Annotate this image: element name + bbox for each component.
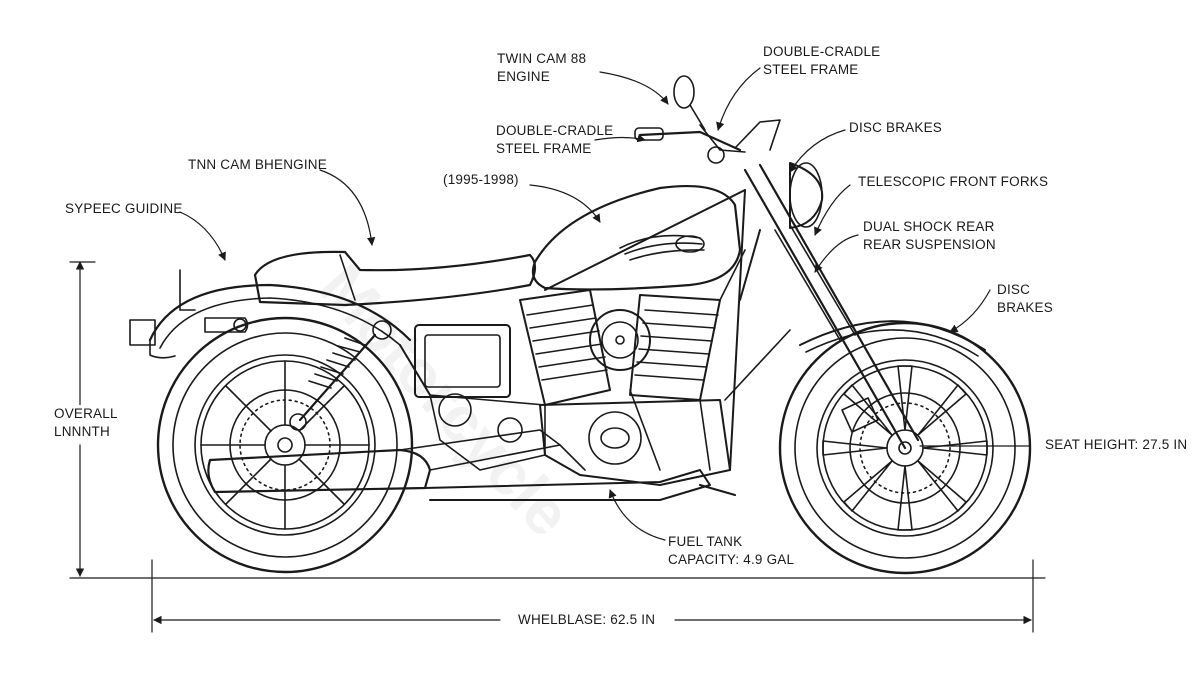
label-engine-left: TNN CAM BHENGINE	[188, 157, 327, 172]
seat	[253, 250, 537, 307]
shifter	[559, 444, 586, 471]
front-fender-inner	[805, 329, 979, 357]
leader-rear-suspension	[814, 234, 859, 273]
front-tire-outer	[778, 321, 1032, 575]
tail-light	[204, 317, 249, 333]
label-fuel-tank: FUEL TANK CAPACITY: 4.9 GAL	[668, 534, 795, 567]
front-disc-holes	[859, 402, 951, 494]
label-engine-top: TWIN CAM 88 ENGINE	[497, 51, 587, 84]
front-forks	[743, 163, 920, 450]
leader-disc-top	[789, 129, 846, 173]
side-cover	[414, 324, 511, 398]
fuel-tank	[531, 185, 742, 291]
wheelbase-dimension	[151, 559, 1034, 633]
rear-shock	[289, 320, 392, 431]
rear-wheel-group	[156, 316, 414, 574]
frame	[399, 189, 761, 471]
exhaust	[207, 389, 711, 501]
foot-peg	[698, 483, 737, 497]
leader-lines	[179, 67, 991, 541]
leader-engine-top	[599, 71, 669, 105]
leader-disc-right	[949, 289, 991, 333]
front-spokes	[822, 365, 988, 531]
front-rim	[816, 359, 994, 537]
headlight	[789, 162, 824, 229]
rear-rim	[194, 354, 376, 536]
leader-frame-mid	[594, 134, 646, 143]
leader-engine-left	[319, 169, 376, 246]
front-axle	[898, 441, 912, 455]
label-front-forks: TELESCOPIC FRONT FORKS	[858, 174, 1049, 189]
mirror	[673, 75, 706, 131]
rear-spokes	[200, 360, 370, 530]
label-frame-mid: DOUBLE-CRADLE STEEL FRAME	[496, 123, 614, 156]
label-seat-height: SEAT HEIGHT: 27.5 IN	[1045, 437, 1188, 452]
rear-axle	[277, 437, 293, 453]
label-sypeec-guidine: SYPEEC GUIDINE	[65, 201, 183, 216]
label-disc-brakes-right: DISC BRAKES	[997, 282, 1053, 315]
label-years: (1995-1998)	[443, 172, 519, 187]
front-brake-disc	[849, 392, 961, 504]
front-wheel-group	[778, 321, 1032, 575]
label-disc-brakes-top: DISC BRAKES	[849, 120, 942, 135]
rear-tire-outer	[156, 316, 414, 574]
leader-frame-top	[716, 67, 761, 131]
front-tire-inner	[794, 337, 1016, 559]
label-overall-length: OVERALL LNNNTH	[48, 405, 124, 441]
engine	[429, 249, 791, 486]
label-wheelbase: WHELBLASE: 62.5 IN	[512, 611, 662, 629]
rear-plate	[129, 319, 156, 346]
rear-fender	[148, 283, 412, 359]
handlebars	[634, 119, 781, 164]
label-rear-suspension: DUAL SHOCK REAR REAR SUSPENSION	[863, 219, 996, 252]
leader-front-forks	[814, 184, 851, 236]
leader-years	[529, 184, 601, 223]
leader-fuel-tank	[608, 489, 666, 541]
leader-sypeec	[179, 211, 226, 261]
overall-length-dimension	[69, 261, 96, 577]
front-fender	[799, 320, 986, 351]
front-brake-caliper	[841, 397, 879, 433]
license-bracket	[179, 269, 196, 311]
rear-tire-inner	[172, 332, 398, 558]
label-frame-top: DOUBLE-CRADLE STEEL FRAME	[763, 44, 881, 77]
